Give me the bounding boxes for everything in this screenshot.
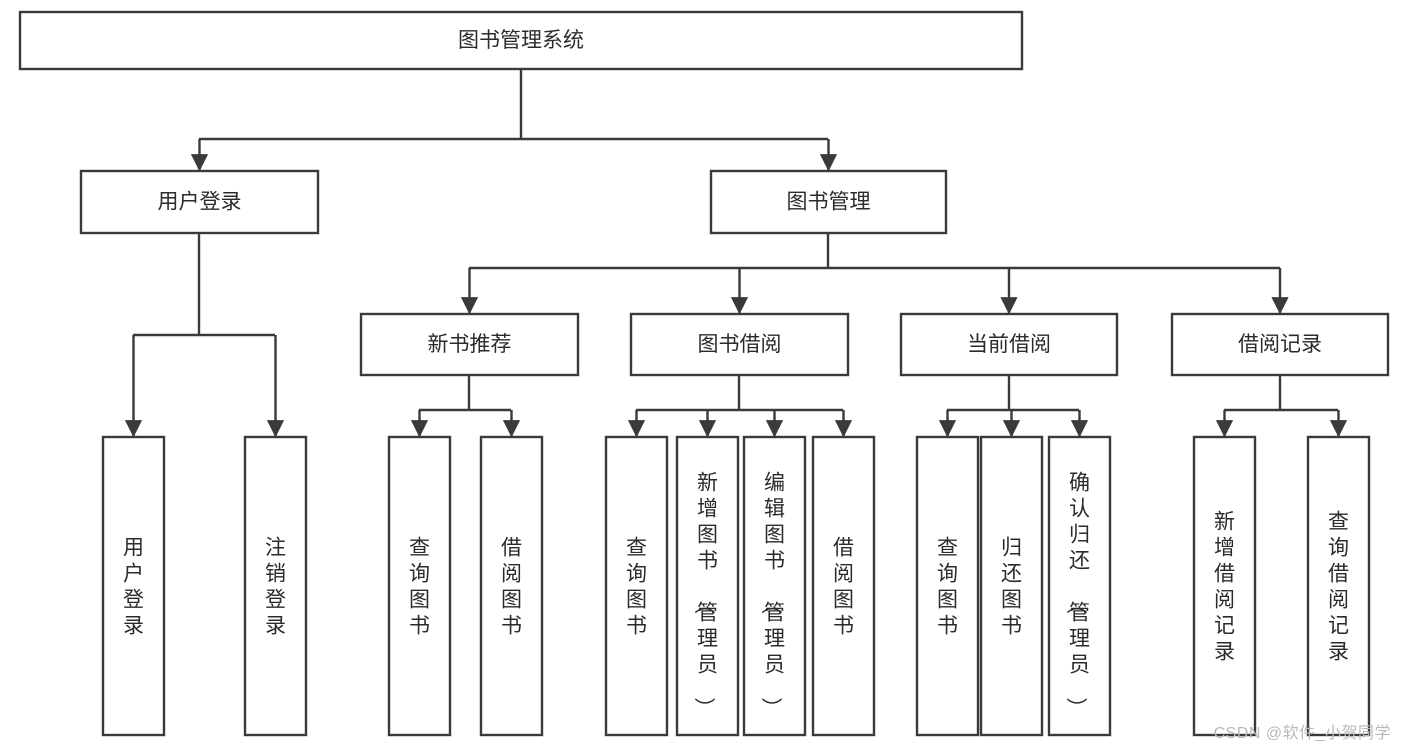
level3-node-0[interactable]: 新书推荐 [359, 312, 580, 377]
leaf-node-8[interactable]: 查询图书 [915, 435, 980, 737]
leaf-node-1-label: 注销登录 [265, 536, 286, 637]
leaf-node-3[interactable]: 借阅图书 [479, 435, 544, 737]
leaf-node-4[interactable]: 查询图书 [604, 435, 669, 737]
leaf-node-4-box [604, 435, 669, 737]
leaf-node-9-label: 归还图书 [1001, 536, 1022, 637]
level3-node-2-label: 当前借阅 [967, 333, 1051, 356]
leaf-node-9-box [979, 435, 1044, 737]
leaf-node-2-box [387, 435, 452, 737]
level3-node-3-label: 借阅记录 [1238, 333, 1322, 356]
leaf-node-10[interactable]: 确认归还（管理员） [1047, 435, 1112, 737]
level3-node-1[interactable]: 图书借阅 [629, 312, 850, 377]
level3-node-0-box [359, 312, 580, 377]
leaf-node-0-label: 用户登录 [123, 536, 144, 637]
leaf-node-9[interactable]: 归还图书 [979, 435, 1044, 737]
leaf-node-11-box [1192, 435, 1257, 737]
level3-node-2-box [899, 312, 1119, 377]
leaf-node-0-box [101, 435, 166, 737]
level2-node-0[interactable]: 用户登录 [79, 169, 320, 235]
leaf-node-10-label: 确认归还（管理员） [1064, 471, 1090, 718]
leaf-node-7-box [811, 435, 876, 737]
level3-node-3-box [1170, 312, 1390, 377]
leaf-node-1[interactable]: 注销登录 [243, 435, 308, 737]
leaf-node-12[interactable]: 查询借阅记录 [1306, 435, 1371, 737]
leaf-node-10-box [1047, 435, 1112, 737]
level3-node-2[interactable]: 当前借阅 [899, 312, 1119, 377]
leaf-node-7-label: 借阅图书 [833, 536, 854, 637]
leaf-node-1-box [243, 435, 308, 737]
level3-node-1-label: 图书借阅 [698, 333, 782, 356]
level2-node-0-box [79, 169, 320, 235]
nodes-layer: 图书管理系统用户登录图书管理新书推荐图书借阅当前借阅借阅记录用户登录注销登录查询… [18, 10, 1390, 737]
leaf-node-6-label: 编辑图书（管理员） [759, 471, 785, 718]
leaf-node-4-label: 查询图书 [626, 536, 647, 637]
leaf-node-11-label: 新增借阅记录 [1214, 510, 1235, 663]
leaf-node-3-box [479, 435, 544, 737]
root-node-图书管理系统-box [18, 10, 1024, 71]
level3-node-3[interactable]: 借阅记录 [1170, 312, 1390, 377]
leaf-node-11[interactable]: 新增借阅记录 [1192, 435, 1257, 737]
leaf-node-2-label: 查询图书 [409, 536, 430, 637]
leaf-node-5[interactable]: 新增图书（管理员） [675, 435, 740, 737]
leaf-node-2[interactable]: 查询图书 [387, 435, 452, 737]
level3-node-1-box [629, 312, 850, 377]
leaf-node-0[interactable]: 用户登录 [101, 435, 166, 737]
leaf-node-5-box [675, 435, 740, 737]
root-node-图书管理系统[interactable]: 图书管理系统 [18, 10, 1024, 71]
leaf-node-7[interactable]: 借阅图书 [811, 435, 876, 737]
leaf-node-5-label: 新增图书（管理员） [692, 471, 718, 718]
leaf-node-6[interactable]: 编辑图书（管理员） [742, 435, 807, 737]
level3-node-0-label: 新书推荐 [428, 333, 512, 356]
leaf-node-12-box [1306, 435, 1371, 737]
level2-node-1-label: 图书管理 [787, 191, 871, 214]
leaf-node-8-label: 查询图书 [937, 536, 958, 637]
level2-node-0-label: 用户登录 [158, 191, 242, 214]
leaf-node-6-box [742, 435, 807, 737]
leaf-node-12-label: 查询借阅记录 [1328, 510, 1349, 663]
level2-node-1[interactable]: 图书管理 [709, 169, 948, 235]
level2-node-1-box [709, 169, 948, 235]
root-node-label: 图书管理系统 [458, 29, 584, 52]
leaf-node-8-box [915, 435, 980, 737]
leaf-node-3-label: 借阅图书 [501, 536, 522, 637]
connectors-layer [124, 69, 1348, 438]
